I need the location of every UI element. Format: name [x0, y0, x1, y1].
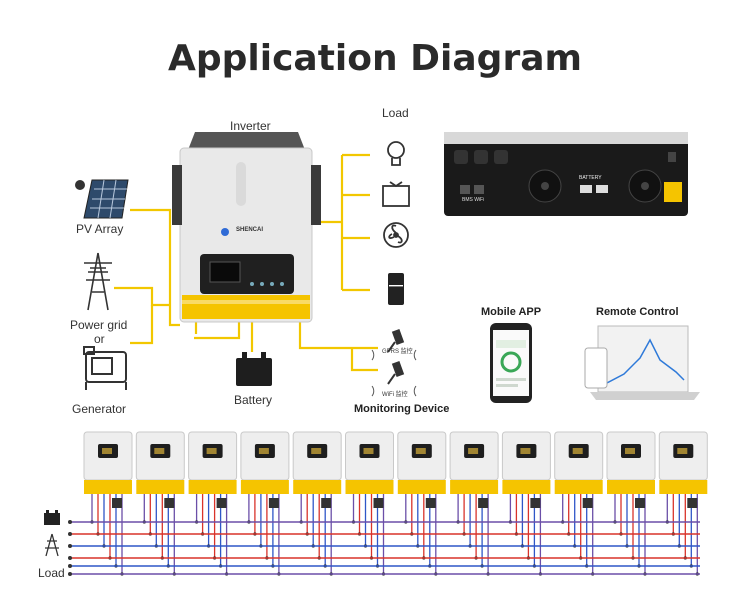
fan-icon: [383, 222, 409, 248]
monitoring-device-label: Monitoring Device: [354, 403, 450, 415]
battery-icon: [236, 352, 272, 386]
parallel-inverter-unit: [135, 431, 185, 576]
brand-label: SHENCAI: [236, 227, 264, 233]
generator-label: Generator: [72, 402, 127, 416]
load-label: Load: [382, 106, 409, 120]
parallel-inverter-unit: [83, 431, 133, 576]
inverter-back-view: [444, 132, 688, 216]
main-inverter: [172, 132, 321, 323]
parallel-inverter-unit: [658, 431, 708, 576]
gprs-label: GPRS 监控: [382, 349, 413, 355]
bus-start-dots: [68, 520, 72, 576]
bus-lines: [70, 521, 700, 575]
parallel-inverter-unit: [501, 431, 551, 576]
tv-icon: [382, 181, 410, 207]
page-title: Application Diagram: [168, 38, 582, 79]
bulb-icon: [387, 141, 405, 166]
parallel-inverter-array: [83, 431, 708, 576]
parallel-inverter-unit: [188, 431, 238, 576]
inverter-label: Inverter: [230, 119, 271, 133]
pylon-icon: [84, 252, 112, 311]
parallel-inverter-unit: [554, 431, 604, 576]
or-label: or: [94, 332, 105, 346]
parallel-inverter-unit: [345, 431, 394, 576]
bus-pylon-icon: [45, 533, 59, 557]
parallel-inverter-unit: [240, 431, 290, 576]
phone-icon: [490, 323, 532, 403]
parallel-inverter-unit: [449, 431, 499, 576]
parallel-inverter-unit: [606, 431, 656, 576]
bus-load-label: Load: [38, 566, 65, 580]
pv-array-label: PV Array: [76, 222, 124, 236]
solar-panel-icon: [75, 179, 129, 219]
wifi-icon: [371, 361, 417, 397]
remote-control-label: Remote Control: [596, 306, 679, 318]
laptop-icon: [584, 325, 700, 400]
gprs-icon: [371, 329, 417, 361]
parallel-inverter-unit: [397, 431, 447, 576]
wifi-label: WiFi 监控: [382, 392, 408, 398]
mobile-app-label: Mobile APP: [481, 306, 542, 318]
battery-label: Battery: [234, 393, 273, 407]
fridge-icon: [388, 273, 404, 305]
generator-icon: [83, 346, 127, 390]
parallel-inverter-unit: [292, 431, 342, 576]
bus-battery-icon: [44, 510, 60, 525]
power-grid-label: Power grid: [70, 318, 128, 332]
bms-wifi-label: BMS WiFi: [462, 197, 485, 203]
battery-port-label: BATTERY: [579, 175, 602, 181]
